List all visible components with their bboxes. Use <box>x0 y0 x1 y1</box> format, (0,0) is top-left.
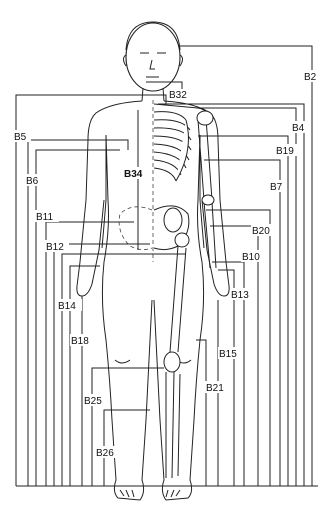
label-b12: B12 <box>46 242 64 253</box>
label-b10: B10 <box>242 252 260 263</box>
skeleton-overlay <box>119 100 216 478</box>
label-b21: B21 <box>206 383 224 394</box>
label-b26: B26 <box>96 448 114 459</box>
elbow-joint <box>202 195 214 205</box>
label-b20: B20 <box>252 226 270 237</box>
left-leg-outline <box>102 135 152 500</box>
b13-inner-line <box>218 270 234 486</box>
label-b7: B7 <box>270 182 283 193</box>
toes <box>120 490 180 497</box>
label-b34: B34 <box>124 169 143 180</box>
label-b25: B25 <box>84 396 102 407</box>
label-b18: B18 <box>71 336 89 347</box>
patella <box>164 352 180 372</box>
label-b15: B15 <box>219 349 237 360</box>
b5-line <box>16 95 166 486</box>
pelvic-foramen <box>164 208 182 232</box>
pelvis-left-dashed <box>119 207 152 250</box>
label-b13: B13 <box>231 290 249 301</box>
b25-line <box>92 368 164 486</box>
left-inner-arm <box>102 135 106 248</box>
head <box>126 23 180 91</box>
label-b2: B2 <box>304 72 317 83</box>
shoulder-joint <box>197 111 213 125</box>
label-b6: B6 <box>26 176 39 187</box>
label-b19: B19 <box>276 146 294 157</box>
label-b4: B4 <box>292 123 305 134</box>
b6-inner-line <box>36 150 120 486</box>
lower-leg-bones <box>166 372 180 478</box>
femur <box>170 246 186 352</box>
label-b32: B32 <box>169 90 187 101</box>
b7-inner-line <box>204 160 280 486</box>
label-b14: B14 <box>58 301 76 312</box>
label-b11: B11 <box>36 212 53 223</box>
label-b5: B5 <box>14 132 27 143</box>
hip-joint <box>175 233 189 247</box>
left-arm-outline <box>77 101 142 296</box>
